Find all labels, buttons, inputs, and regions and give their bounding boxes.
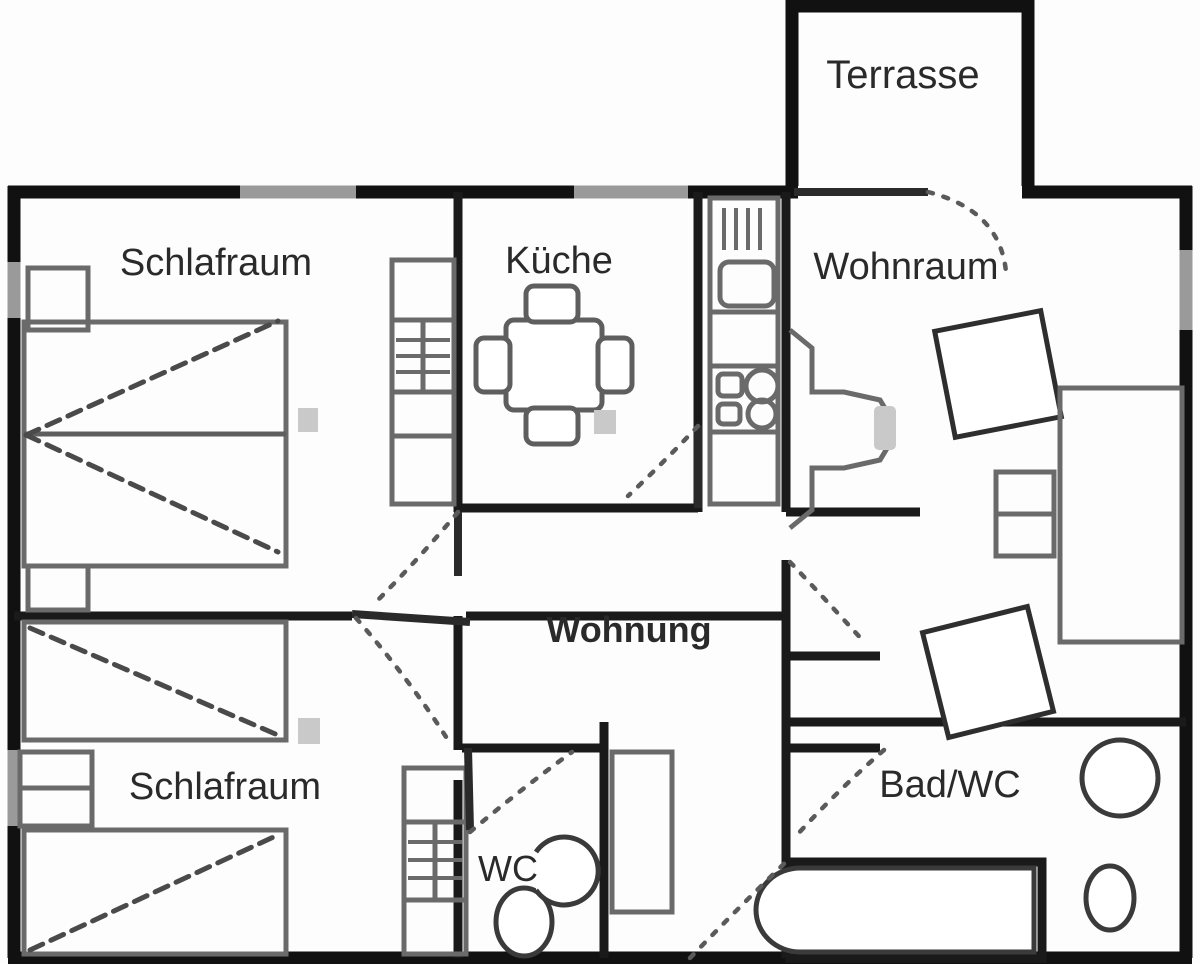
dining-table [503,317,605,413]
schlafraum-bot-door-leaf [351,610,471,626]
schlafraum-top-door-swing [369,509,461,609]
couch-large [1057,385,1185,645]
bed-diagonal-lower [23,432,281,555]
wc-shower-cabin [609,749,675,915]
armchair-bottom-body [919,603,1057,741]
kitchen-sink [717,259,777,309]
label-wohnraum: Wohnraum [813,246,998,288]
room-terrasse [785,0,1035,186]
bad-door-swing [793,747,887,839]
stove-burner-4 [745,397,779,431]
marker-dot [298,408,318,432]
armchair-top [931,307,1065,441]
wardrobe-lower [389,433,457,507]
fixtures-wc [493,749,675,959]
bad-toilet [1083,863,1137,933]
label-wc: WC [478,848,538,889]
wardrobe-b-hatching [408,840,462,880]
armchair-bottom [919,603,1057,741]
dining-chair-top [523,283,581,325]
wardrobe-top [389,257,457,439]
single-bed-1-diagonal [27,625,283,739]
entry-door-swing [687,855,793,961]
furniture-wohnraum [788,307,1185,741]
furniture-schlafraum-top [21,257,457,613]
doors [351,188,1009,961]
kuche-door-swing [625,423,701,499]
stove-burner-2 [743,367,781,405]
armchair-top-body [931,307,1065,441]
wohnraum-door-swing [787,559,869,647]
nightstand-2 [25,563,91,613]
wc-door-leaf [464,747,474,831]
stove-burner-3 [715,401,743,427]
nightstand [25,265,91,333]
interior-walls [14,192,1186,958]
label-wohnung: Wohnung [546,609,711,650]
double-bed [21,319,289,569]
marker-dot-bed [298,718,320,744]
side-table-bottom [993,511,1057,559]
terrace-door-swing [925,189,1009,275]
label-schlafraum-top: Schlafraum [120,242,312,284]
marker-dot-kitchen [594,410,616,434]
furniture-kueche [473,195,781,507]
bad-washbasin [1079,737,1161,819]
kitchen-stove [710,367,781,435]
dining-chair-left [473,335,513,395]
dining-chair-right [595,335,635,395]
wardrobe-bottom [401,765,469,957]
sink-drainboard [722,208,762,250]
wardrobe-bottom-body [401,765,469,957]
wc-washbasin [533,834,601,908]
furniture-schlafraum-bottom [17,619,469,957]
single-bed-2-diagonal [27,831,283,953]
sofa-cushion-marker [874,406,896,450]
dresser [17,749,95,829]
bathtub [753,865,1037,955]
side-table [993,469,1057,559]
label-kueche: Küche [505,240,613,282]
wc-door-swing [467,749,575,835]
label-schlafraum-bottom: Schlafraum [129,766,321,808]
stove-burner-1 [715,371,745,399]
wc-toilet [493,885,555,959]
schlafraum-bot-door-swing [353,615,451,743]
dining-chair-bottom [523,405,581,447]
single-bed-1 [21,619,289,743]
kitchen-counter [707,195,781,507]
wardrobe-hatching [396,338,450,374]
room-labels: Terrasse Schlafraum Küche Wohnraum Wohnu… [120,53,1021,889]
side-table-top [993,469,1057,517]
label-bad-wc: Bad/WC [879,764,1020,806]
fixtures-bad-wc [753,737,1161,963]
label-terrasse: Terrasse [826,53,979,97]
single-bed-2 [21,827,289,957]
bed-diagonal-upper [23,318,281,438]
